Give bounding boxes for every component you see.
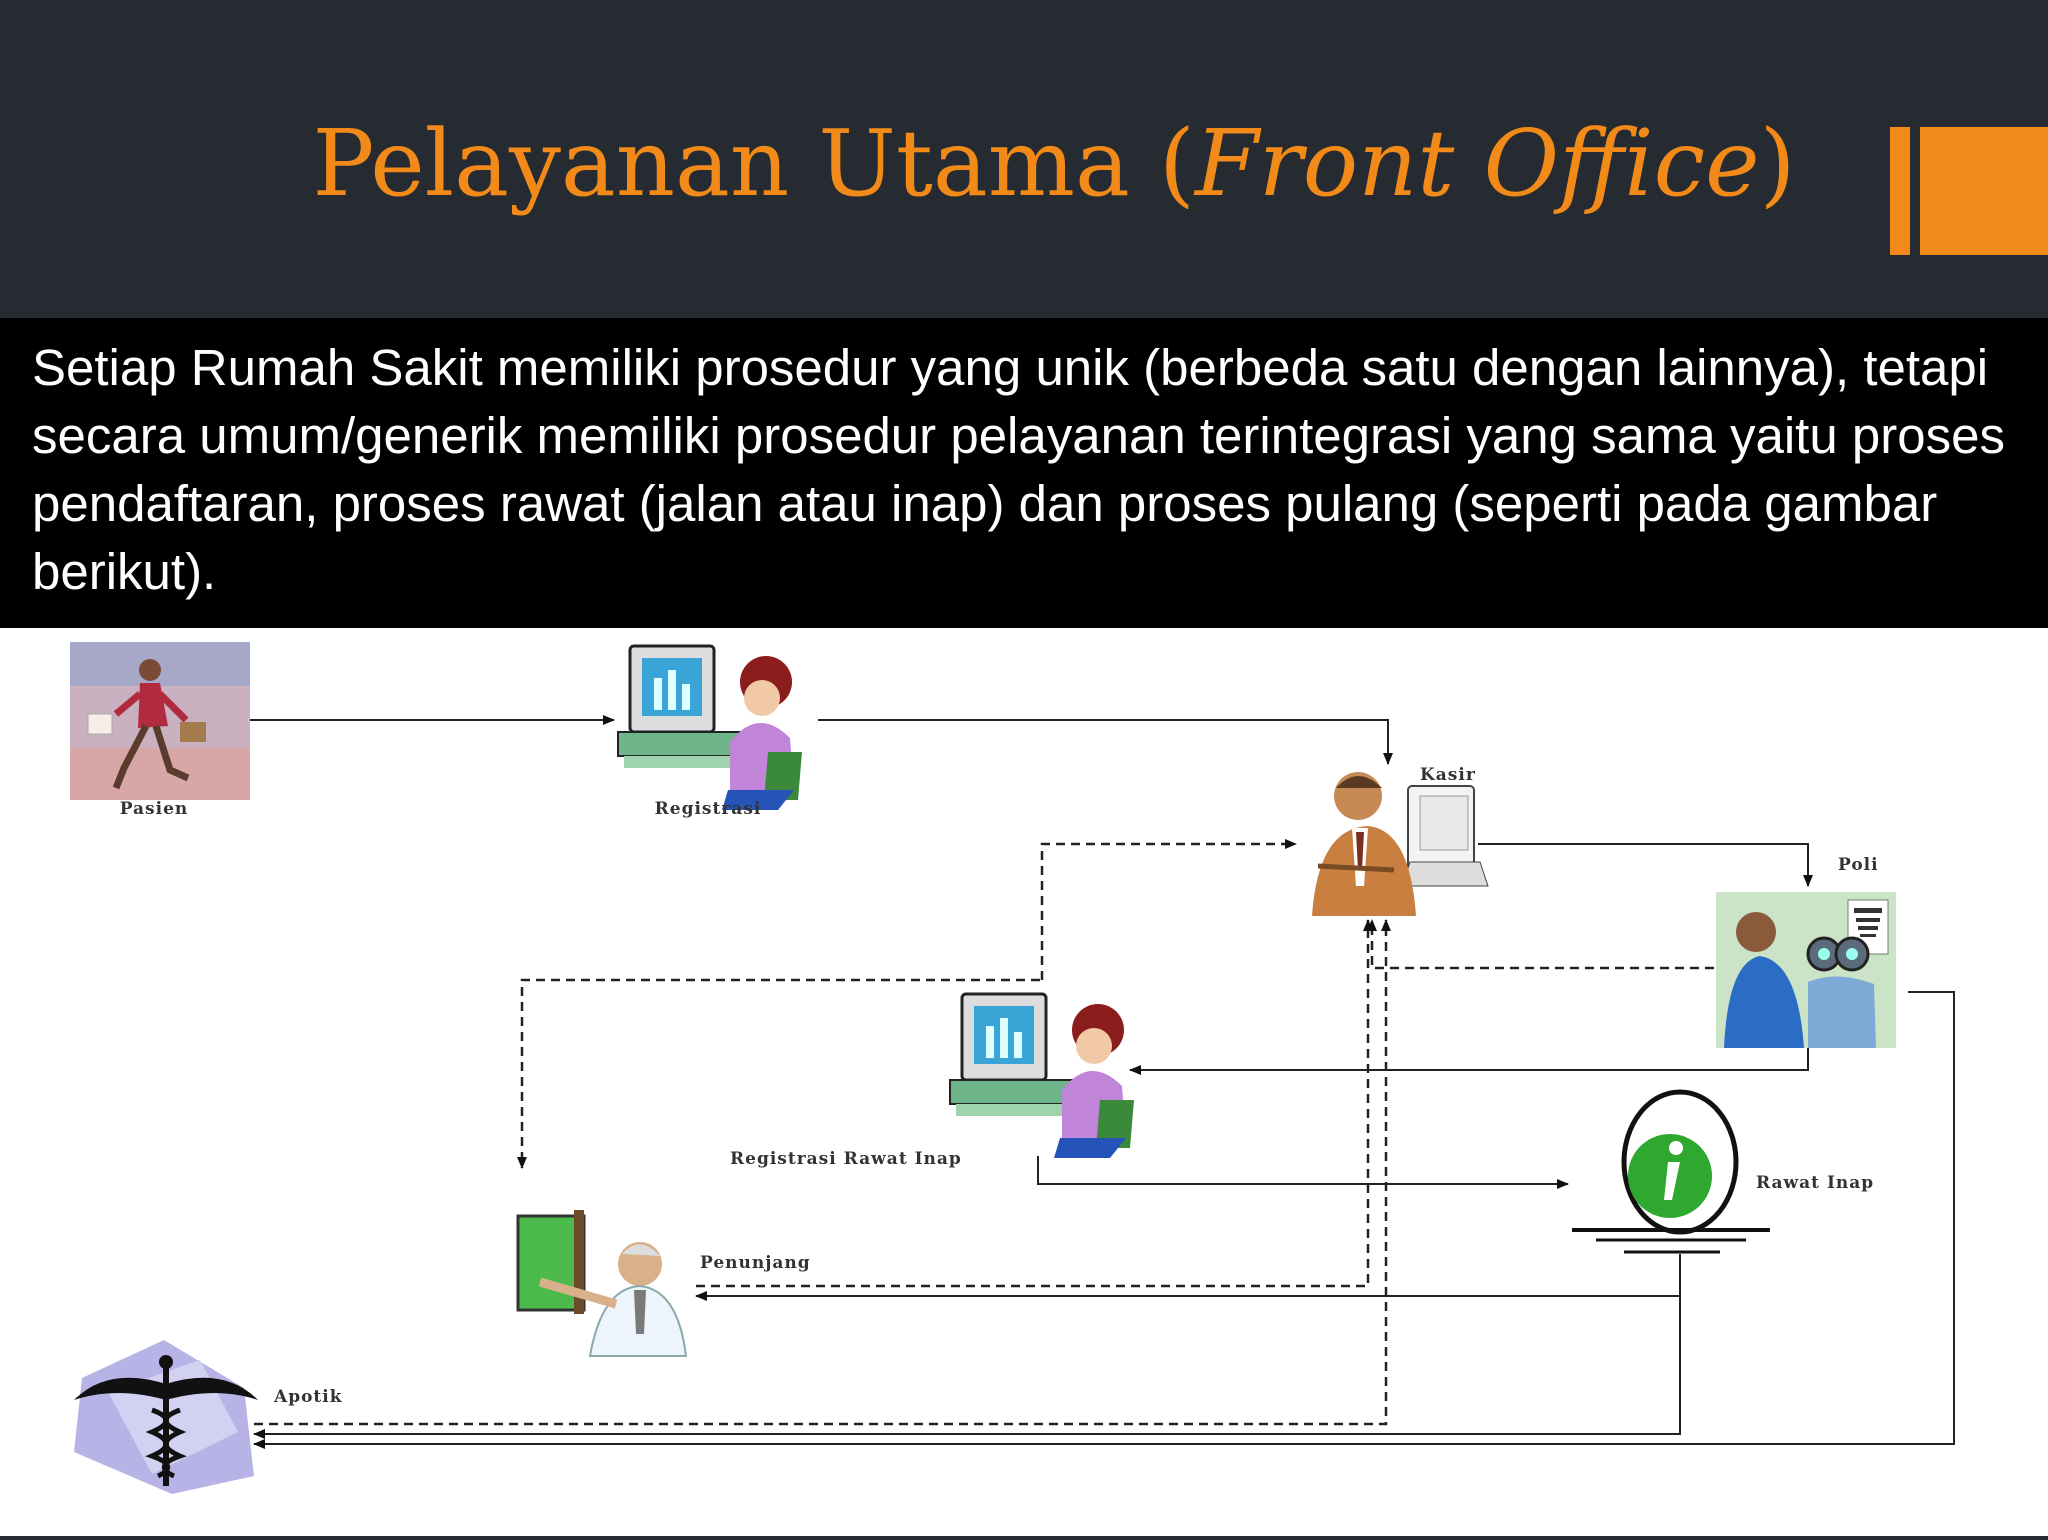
- description-box: Setiap Rumah Sakit memiliki prosedur yan…: [0, 318, 2048, 628]
- edge-rawat-inap-apotik: [253, 1296, 1681, 1439]
- node-label-registrasi-rawat-inap: Registrasi Rawat Inap: [730, 1149, 962, 1169]
- title-bar: Pelayanan Utama (Front Office): [0, 0, 2048, 318]
- node-label-poli: Poli: [1838, 855, 1879, 875]
- edge-registrasi-rawat-inap-rawat-inap: [1037, 1156, 1569, 1189]
- node-label-registrasi: Registrasi: [655, 799, 762, 819]
- node-label-apotik: Apotik: [273, 1387, 343, 1407]
- description-text: Setiap Rumah Sakit memiliki prosedur yan…: [32, 339, 2005, 600]
- node-label-penunjang: Penunjang: [700, 1253, 811, 1273]
- edge-poli-apotik: [253, 991, 1955, 1449]
- dashed-connectors: [254, 839, 1714, 1426]
- edge-registrasi-kasir: [818, 719, 1393, 765]
- edge-to-penunjang: [517, 978, 1040, 1169]
- caduceus-icon: [74, 1340, 258, 1494]
- edge-apotik-kasir: [254, 919, 1391, 1426]
- accent-bar: [1890, 127, 1910, 255]
- edge-poli-registrasi-rawat-inap: [1129, 1046, 1809, 1075]
- doctor-xray-icon: [516, 1210, 688, 1357]
- node-label-rawat-inap: Rawat Inap: [1756, 1173, 1874, 1193]
- node-label-kasir: Kasir: [1420, 765, 1476, 785]
- title-close-text: ): [1759, 110, 1796, 217]
- eye-doctor-icon: [1716, 892, 1896, 1048]
- info-icon: [1572, 1089, 1770, 1254]
- walking-woman-icon: [70, 642, 250, 800]
- edge-rawat-inap-penunjang: [695, 1254, 1681, 1301]
- edge-registrasi-rawat-inap-kasir: [1040, 839, 1297, 980]
- computer-clerk-icon: [949, 992, 1134, 1158]
- slide-title: Pelayanan Utama (Front Office): [0, 110, 2048, 217]
- title-main-text: Pelayanan Utama (: [312, 110, 1195, 217]
- node-label-pasien: Pasien: [120, 799, 189, 819]
- edge-kasir-poli: [1478, 843, 1813, 887]
- edge-penunjang-kasir: [696, 919, 1373, 1288]
- flow-diagram: Pasien Registrasi: [0, 628, 2048, 1536]
- edge-poli-kasir: [1367, 919, 1714, 970]
- accent-block: [1920, 127, 2048, 255]
- title-italic-text: Front Office: [1194, 110, 1760, 217]
- solid-connectors: [250, 715, 1955, 1449]
- computer-clerk-icon: [617, 644, 802, 810]
- cashier-icon: [1312, 772, 1489, 916]
